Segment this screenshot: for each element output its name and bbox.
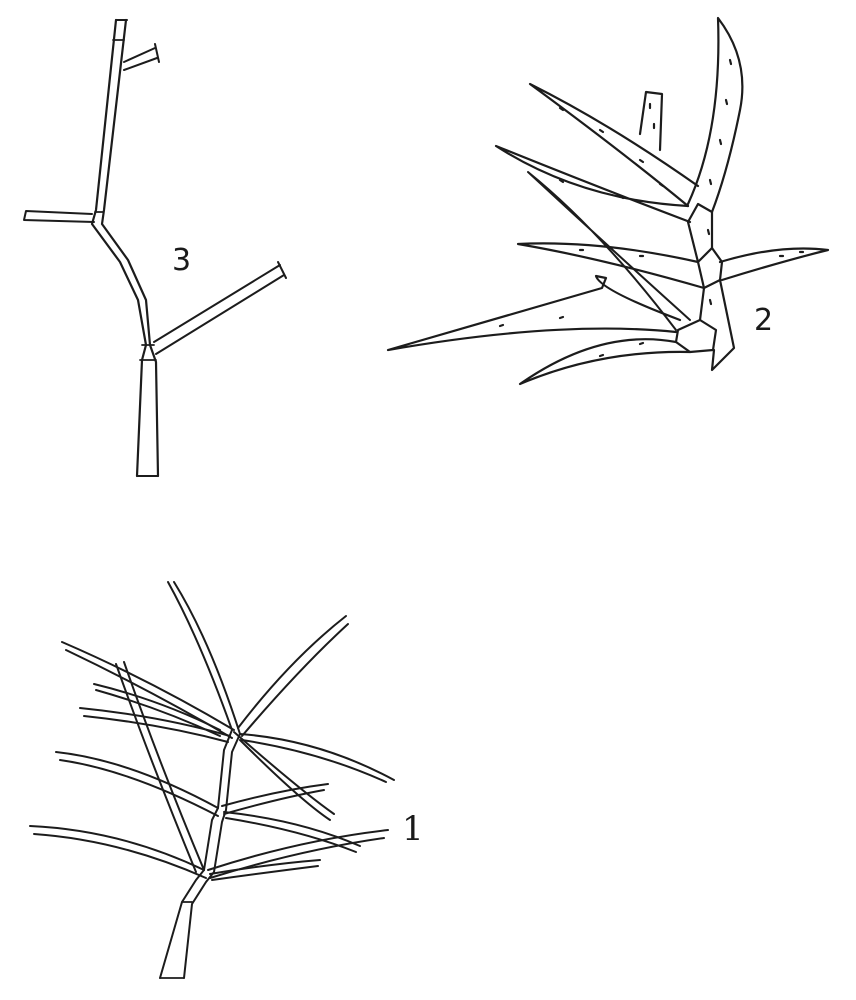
figure-label-1: 1 [402, 809, 424, 849]
stipple-dots [498, 58, 805, 358]
figure-2-branch [386, 16, 830, 386]
figure-1-threads [29, 581, 395, 979]
figure-label-2: 2 [754, 303, 774, 338]
figure-3-filament [23, 18, 287, 478]
figure-label-3: 3 [172, 243, 192, 278]
